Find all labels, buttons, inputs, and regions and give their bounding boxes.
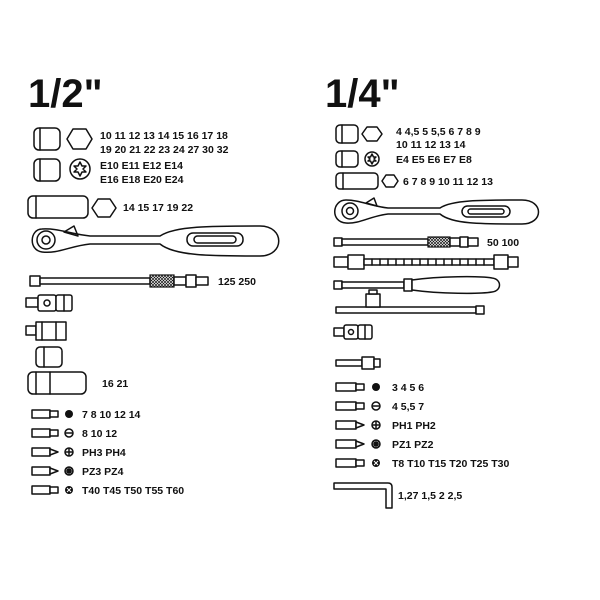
- torx-bit-icon: [335, 458, 380, 468]
- bit-adapter-icon: [335, 356, 381, 370]
- right-bits-hex: 3 4 5 6: [392, 382, 424, 394]
- torx-bit-icon: [31, 485, 73, 495]
- hex-profile-icon: [381, 174, 399, 188]
- torx-profile-icon: [364, 151, 380, 167]
- pozidriv-bit-icon: [31, 466, 74, 476]
- left-bits-pozidriv: PZ3 PZ4: [82, 466, 124, 478]
- sliding-t-bar-icon: [335, 289, 485, 315]
- left-bits-torx: T40 T45 T50 T55 T60: [82, 485, 184, 497]
- deep-socket-icon: [27, 195, 89, 219]
- hex-bit-icon: [31, 409, 73, 419]
- right-bits-torx: T8 T10 T15 T20 T25 T30: [392, 458, 509, 470]
- right-sockets-line1: 4 4,5 5 5,5 6 7 8 9: [396, 126, 481, 138]
- torx-socket-icon: [33, 158, 61, 182]
- spinner-handle-icon: [333, 275, 501, 295]
- left-sockets-line1: 10 11 12 13 14 15 16 17 18: [100, 130, 228, 142]
- left-deep-sockets: 14 15 17 19 22: [123, 202, 193, 214]
- phillips-bit-icon: [31, 447, 74, 457]
- left-extensions: 125 250: [218, 276, 256, 288]
- left-spark-plug: 16 21: [102, 378, 128, 390]
- left-title: 1/2": [28, 72, 103, 116]
- right-bits-pozidriv: PZ1 PZ2: [392, 439, 434, 451]
- spark-plug-socket-icon: [27, 371, 87, 395]
- left-sockets-line2: 19 20 21 22 23 24 27 30 32: [100, 144, 229, 156]
- torx-socket-icon: [335, 150, 359, 168]
- socket-icon: [33, 127, 61, 151]
- hex-profile-icon: [66, 128, 93, 150]
- universal-joint-icon: [25, 294, 73, 312]
- right-torx: E4 E5 E6 E7 E8: [396, 154, 472, 166]
- right-bits-slotted: 4 5,5 7: [392, 401, 424, 413]
- right-bits-phillips: PH1 PH2: [392, 420, 436, 432]
- right-extensions: 50 100: [487, 237, 519, 249]
- extension-bar-icon: [29, 274, 209, 288]
- right-deep-sockets: 6 7 8 9 10 11 12 13: [403, 176, 493, 188]
- left-bits-phillips: PH3 PH4: [82, 447, 126, 459]
- ratchet-handle-icon: [334, 197, 540, 225]
- left-torx-line1: E10 E11 E12 E14: [100, 160, 183, 172]
- adapter-icon: [25, 321, 67, 341]
- hex-key-icon: [333, 482, 393, 509]
- universal-joint-icon: [333, 324, 373, 340]
- left-torx-line2: E16 E18 E20 E24: [100, 174, 184, 186]
- hex-profile-icon: [91, 198, 117, 218]
- socket-icon: [335, 124, 359, 144]
- slotted-bit-icon: [31, 428, 74, 438]
- right-sockets-line2: 10 11 12 13 14: [396, 139, 466, 151]
- deep-socket-icon: [335, 172, 379, 190]
- pozidriv-bit-icon: [335, 439, 381, 449]
- hex-profile-icon: [361, 126, 383, 142]
- phillips-bit-icon: [335, 420, 381, 430]
- left-bits-slotted: 8 10 12: [82, 428, 117, 440]
- small-socket-icon: [35, 346, 63, 368]
- torx-profile-icon: [69, 158, 91, 180]
- left-bits-hex: 7 8 10 12 14: [82, 409, 141, 421]
- hex-bit-icon: [335, 382, 380, 392]
- right-hex-keys: 1,27 1,5 2 2,5: [398, 490, 462, 502]
- right-title: 1/4": [325, 72, 400, 116]
- flexible-extension-icon: [333, 254, 519, 270]
- slotted-bit-icon: [335, 401, 381, 411]
- extension-bar-icon: [333, 236, 479, 248]
- ratchet-handle-icon: [31, 225, 280, 257]
